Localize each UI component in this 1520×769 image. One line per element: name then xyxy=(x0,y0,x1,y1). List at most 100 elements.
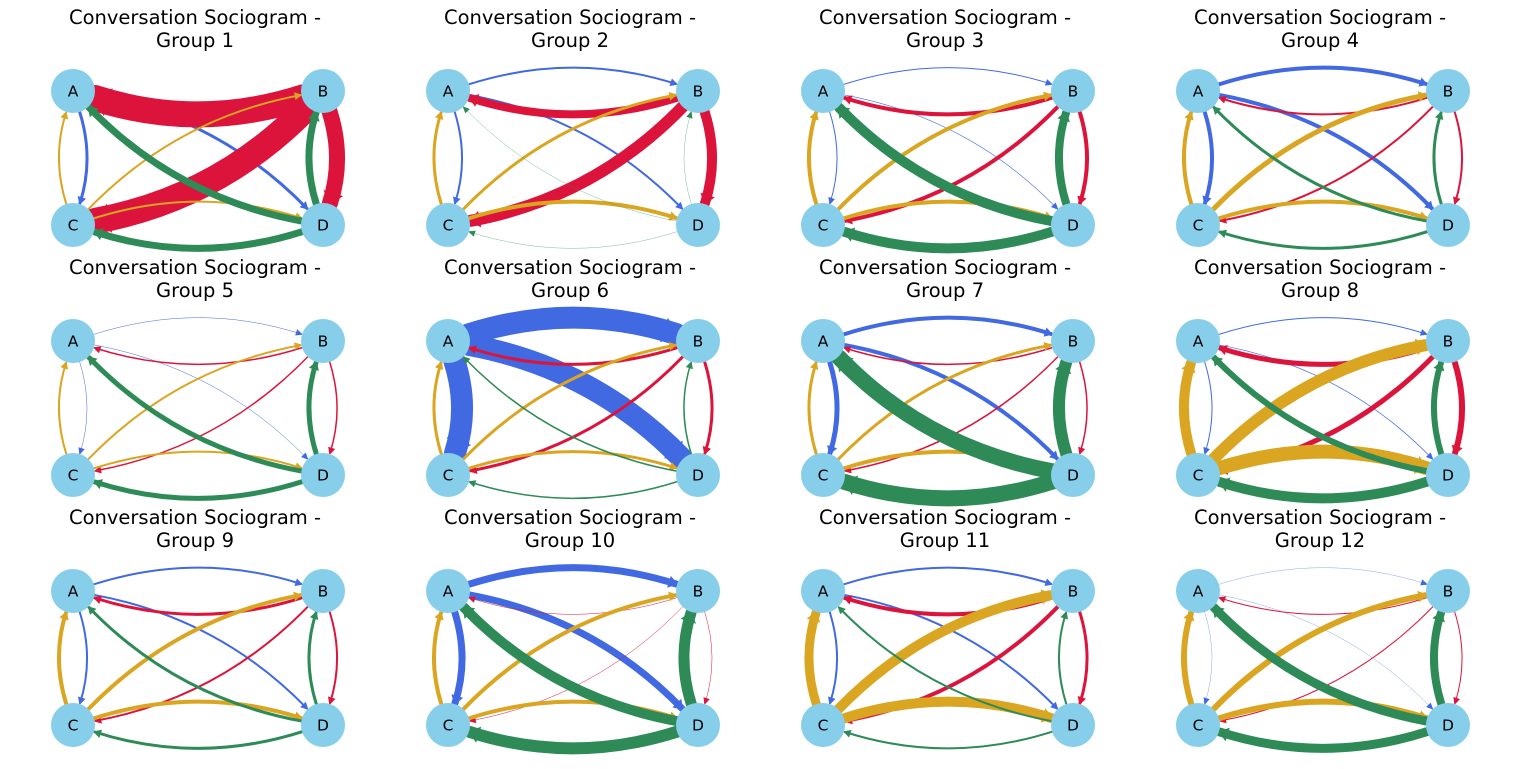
edge-arrowhead xyxy=(669,462,678,471)
edge-a-to-c xyxy=(453,110,464,205)
node-d xyxy=(1051,453,1095,497)
node-b xyxy=(1426,569,1470,613)
node-label: A xyxy=(443,83,454,101)
node-b xyxy=(1051,319,1095,363)
node-label: C xyxy=(443,217,454,235)
edge-a-to-b xyxy=(92,317,302,335)
edge-b-to-c xyxy=(844,355,1060,472)
node-label: C xyxy=(68,217,79,235)
node-b xyxy=(301,69,345,113)
edge-arrowhead xyxy=(1418,211,1428,221)
node-c xyxy=(1176,703,1220,747)
edge-arrowhead xyxy=(93,479,103,490)
edge-arrowhead xyxy=(462,606,476,619)
edge-d-to-b xyxy=(1432,111,1444,207)
edge-d-to-c xyxy=(1214,476,1433,504)
edge-c-to-a xyxy=(432,111,444,207)
edge-arrowhead xyxy=(1077,195,1087,205)
node-d xyxy=(676,453,720,497)
edge-a-to-d xyxy=(92,593,308,710)
node-label: A xyxy=(443,583,454,601)
edge-arrowhead xyxy=(809,111,819,121)
edge-arrowhead xyxy=(93,595,102,604)
edge-arrowhead xyxy=(435,111,444,120)
edge-d-to-c xyxy=(93,729,305,750)
edge-arrowhead xyxy=(703,697,710,705)
node-label: C xyxy=(443,717,454,735)
node-label: C xyxy=(1193,217,1204,235)
edge-a-to-c xyxy=(828,610,839,705)
edge-b-to-d xyxy=(1077,609,1089,705)
edge-b-to-c xyxy=(470,605,684,722)
edge-arrowhead xyxy=(1057,111,1070,123)
edge-a-to-c xyxy=(443,350,474,465)
edge-d-to-a xyxy=(1209,603,1432,726)
edge-a-to-b xyxy=(92,566,303,586)
edge-arrowhead xyxy=(462,356,471,365)
node-label: C xyxy=(818,217,829,235)
edge-b-to-c xyxy=(94,605,310,722)
edge-arrowhead xyxy=(843,730,852,738)
edge-arrowhead xyxy=(451,694,464,705)
edge-arrowhead xyxy=(294,92,303,100)
edge-arrowhead xyxy=(1435,111,1444,120)
edge-arrowhead xyxy=(323,189,343,205)
node-label: B xyxy=(318,83,329,101)
edge-a-to-b xyxy=(1217,567,1427,585)
edge-b-to-d xyxy=(328,360,338,454)
edge-arrowhead xyxy=(307,111,320,122)
edge-b-to-c xyxy=(82,93,322,234)
edge-arrowhead xyxy=(672,698,684,710)
panel-title: Conversation Sociogram - Group 4 xyxy=(1193,6,1447,52)
node-d xyxy=(1426,453,1470,497)
edge-arrowhead xyxy=(93,729,102,738)
node-d xyxy=(676,203,720,247)
edge-arrowhead xyxy=(1433,361,1445,372)
node-label: C xyxy=(1193,717,1204,735)
panel-title: Conversation Sociogram - Group 5 xyxy=(68,256,322,302)
edge-arrowhead xyxy=(60,361,68,370)
edge-arrowhead xyxy=(810,361,819,370)
edge-arrowhead xyxy=(328,696,336,705)
edge-arrowhead xyxy=(1043,327,1053,337)
edge-d-to-c xyxy=(469,480,679,500)
edge-arrowhead xyxy=(843,227,856,242)
edge-c-to-a xyxy=(804,608,822,710)
node-a xyxy=(51,319,95,363)
edge-b-to-c xyxy=(1220,605,1434,722)
edge-d-to-b xyxy=(1429,608,1446,709)
edge-d-to-c xyxy=(839,226,1058,254)
edge-arrowhead xyxy=(1078,446,1086,455)
node-a xyxy=(1176,319,1220,363)
edge-arrowhead xyxy=(1212,356,1223,367)
edge-c-to-b xyxy=(1209,592,1429,713)
node-a xyxy=(426,319,470,363)
edge-a-to-d xyxy=(93,344,308,459)
edge-arrowhead xyxy=(1453,196,1461,205)
edge-arrowhead xyxy=(1049,450,1059,460)
node-b xyxy=(676,319,720,363)
edge-d-to-a xyxy=(831,349,1061,480)
edge-d-to-a xyxy=(459,602,683,727)
edge-b-to-a xyxy=(844,346,1054,366)
edge-b-to-c xyxy=(843,104,1061,223)
edge-arrowhead xyxy=(1218,345,1228,356)
node-c xyxy=(426,703,470,747)
edge-a-to-c xyxy=(450,607,466,707)
node-label: D xyxy=(1067,467,1079,485)
edge-c-to-d xyxy=(92,200,303,220)
edge-arrowhead xyxy=(843,95,853,105)
edge-arrowhead xyxy=(837,356,854,373)
edge-c-to-b xyxy=(1210,92,1428,213)
